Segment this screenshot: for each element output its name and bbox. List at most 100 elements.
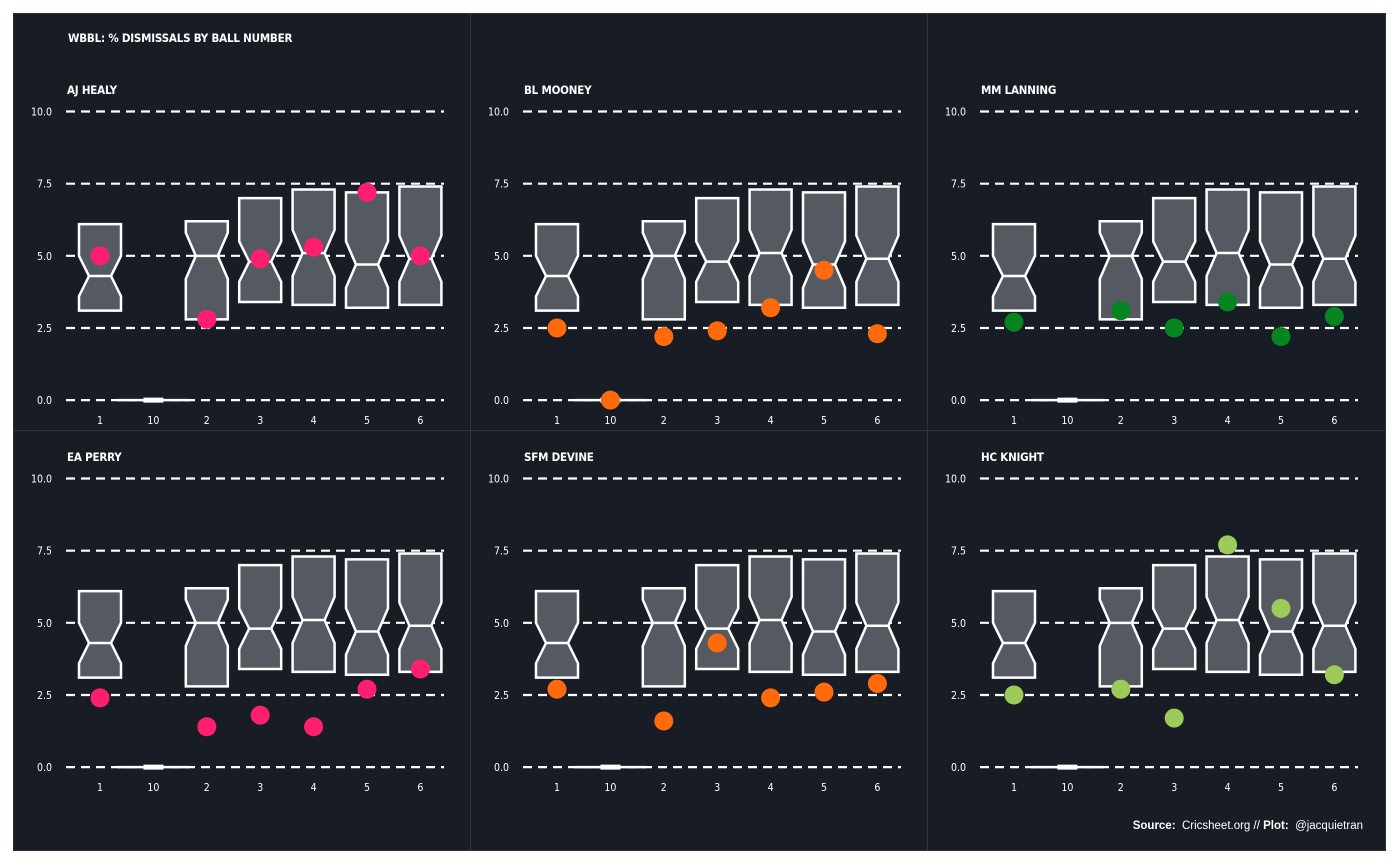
x-tick-label: 1 xyxy=(97,782,103,794)
x-tick-label: 1 xyxy=(554,415,560,427)
y-tick-label: 5.0 xyxy=(37,618,52,630)
player-point xyxy=(547,318,567,338)
y-tick-label: 2.5 xyxy=(494,690,509,702)
notched-box xyxy=(344,191,390,310)
notched-box xyxy=(991,222,1037,312)
y-tick-label: 2.5 xyxy=(494,323,509,335)
x-tick-label: 2 xyxy=(204,415,210,427)
notched-box xyxy=(398,552,443,674)
player-point xyxy=(547,679,567,699)
y-tick-label: 7.5 xyxy=(37,179,52,191)
notched-box xyxy=(855,185,900,307)
x-tick-label: 5 xyxy=(821,415,827,427)
notched-box xyxy=(641,219,687,321)
player-point xyxy=(761,298,781,318)
y-tick-label: 7.5 xyxy=(494,546,509,558)
player-point xyxy=(654,327,674,347)
y-tick-label: 5.0 xyxy=(494,251,509,263)
y-tick-label: 10.0 xyxy=(488,107,509,119)
player-point xyxy=(410,246,430,266)
y-tick-label: 10.0 xyxy=(945,107,966,119)
y-tick-label: 2.5 xyxy=(951,323,966,335)
player-point xyxy=(1164,318,1184,338)
y-tick-label: 0.0 xyxy=(951,395,966,407)
y-tick-label: 0.0 xyxy=(494,395,509,407)
notched-box xyxy=(291,555,336,674)
notched-box xyxy=(184,586,230,688)
x-tick-label: 3 xyxy=(1171,415,1177,427)
player-point xyxy=(1218,292,1238,312)
chart-title: WBBL: % DISMISSALS BY BALL NUMBER xyxy=(68,31,293,45)
player-point xyxy=(1004,685,1024,705)
y-tick-label: 5.0 xyxy=(951,251,966,263)
y-tick-label: 10.0 xyxy=(31,107,52,119)
player-point xyxy=(814,260,834,280)
notched-box xyxy=(1151,196,1197,304)
x-tick-label: 4 xyxy=(768,415,774,427)
player-point xyxy=(250,249,270,269)
x-tick-label: 6 xyxy=(1331,782,1337,794)
facet-title: AJ HEALY xyxy=(67,83,117,97)
x-tick-label: 4 xyxy=(1225,782,1231,794)
player-point xyxy=(90,246,110,266)
caption-separator: // xyxy=(1250,820,1264,832)
player-point xyxy=(867,673,887,693)
player-point xyxy=(654,711,674,731)
caption-source-value: Cricsheet.org xyxy=(1181,820,1251,832)
notched-box xyxy=(855,552,900,674)
y-tick-label: 10.0 xyxy=(488,474,509,486)
notched-box xyxy=(801,558,847,677)
y-tick-label: 0.0 xyxy=(951,762,966,774)
player-point xyxy=(357,679,377,699)
player-point xyxy=(410,659,430,679)
notched-box xyxy=(1205,555,1250,674)
x-tick-label: 1 xyxy=(554,782,560,794)
notched-box xyxy=(1205,188,1250,307)
notched-box xyxy=(184,219,230,321)
notched-box xyxy=(237,563,283,671)
player-point xyxy=(814,682,834,702)
x-tick-label: 3 xyxy=(714,415,720,427)
player-point xyxy=(1218,535,1238,555)
player-point xyxy=(867,324,887,344)
player-point xyxy=(1271,598,1291,618)
x-tick-label: 1 xyxy=(97,415,103,427)
x-tick-label: 5 xyxy=(1278,782,1284,794)
y-tick-label: 10.0 xyxy=(31,474,52,486)
caption-plot-value: @jacquietran xyxy=(1295,820,1363,832)
notched-box xyxy=(77,222,123,312)
x-tick-label: 2 xyxy=(1118,415,1124,427)
notched-box xyxy=(1312,185,1357,307)
notched-box xyxy=(1258,191,1304,310)
player-point xyxy=(90,688,110,708)
x-tick-label: 6 xyxy=(417,782,423,794)
facet-title: MM LANNING xyxy=(981,83,1057,97)
player-point xyxy=(1111,679,1131,699)
facet-title: EA PERRY xyxy=(67,450,122,464)
player-point xyxy=(1324,306,1344,326)
y-tick-label: 7.5 xyxy=(951,179,966,191)
facet-title: HC KNIGHT xyxy=(981,450,1044,464)
y-tick-label: 7.5 xyxy=(37,546,52,558)
x-tick-label: 6 xyxy=(1331,415,1337,427)
y-tick-label: 0.0 xyxy=(37,762,52,774)
y-tick-label: 2.5 xyxy=(951,690,966,702)
x-tick-label: 10 xyxy=(1061,782,1073,794)
chart-figure: WBBL: % DISMISSALS BY BALL NUMBER AJ HEA… xyxy=(13,13,1386,851)
x-tick-label: 10 xyxy=(147,415,159,427)
player-point xyxy=(197,309,217,329)
notched-box xyxy=(748,188,793,307)
x-tick-label: 1 xyxy=(1011,782,1017,794)
x-tick-label: 2 xyxy=(1118,782,1124,794)
y-tick-label: 7.5 xyxy=(951,546,966,558)
player-point xyxy=(304,237,324,257)
x-tick-label: 5 xyxy=(821,782,827,794)
x-tick-label: 4 xyxy=(311,415,317,427)
notched-box xyxy=(694,196,740,304)
